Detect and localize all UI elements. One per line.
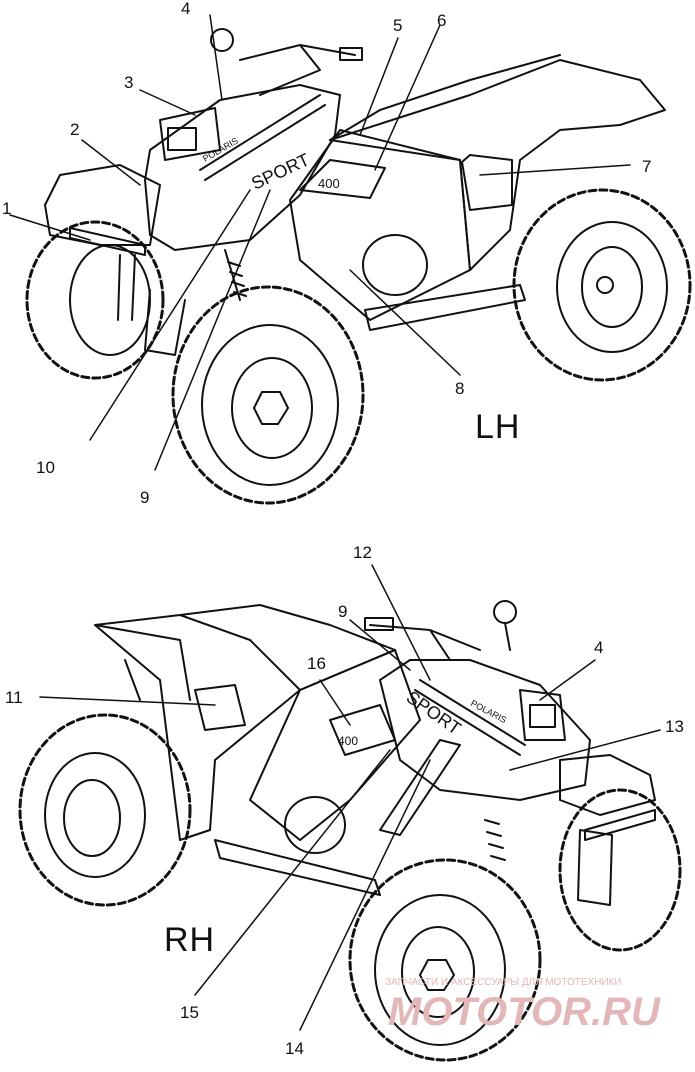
- rear-wheel-bottom: [18, 713, 192, 907]
- callout-1: 1: [2, 199, 12, 218]
- decal-7-panel: [461, 154, 513, 211]
- leader-lines-top: [9, 14, 631, 471]
- grip-bottom: [364, 617, 394, 631]
- atv-left-side-view: 400 POLARIS SPORT: [9, 14, 692, 505]
- front-wheel-near-bottom: [348, 858, 542, 1062]
- sport-decal-text-bottom: SPORT: [403, 687, 465, 739]
- callout-6: 6: [437, 11, 447, 30]
- callout-7: 7: [642, 157, 652, 176]
- headlight-pod-top: [159, 107, 221, 161]
- callout-16: 16: [307, 654, 326, 673]
- handlebar-bottom: [369, 624, 481, 661]
- footboard-top: [364, 284, 526, 331]
- leader-lines-bottom: [39, 564, 661, 1031]
- callout-14: 14: [285, 1039, 304, 1058]
- callout-8: 8: [455, 379, 465, 398]
- rear-wheel-top: [512, 188, 692, 382]
- mirror-top: [210, 28, 234, 52]
- decal-11-panel: [194, 684, 246, 731]
- side-panel-bottom: [249, 649, 421, 841]
- callout-9-top: 9: [140, 488, 150, 507]
- fuel-tank-bottom: [284, 796, 346, 854]
- callout-4-top: 4: [181, 0, 191, 18]
- callout-2: 2: [70, 120, 80, 139]
- callout-12: 12: [353, 543, 372, 562]
- front-wheel-near-top: [171, 285, 365, 505]
- headlight-top: [167, 127, 197, 151]
- handlebar-top: [239, 44, 356, 96]
- spring-bottom: [484, 819, 506, 861]
- front-fender-top: [44, 164, 161, 246]
- watermark-logo: MOTOTOR.RU: [388, 990, 660, 1034]
- front-fender-bottom: [559, 754, 656, 816]
- callout-4-bottom: 4: [594, 638, 604, 657]
- model-decal-text-top: 400: [318, 176, 340, 191]
- shock-bottom: [577, 829, 613, 906]
- callout-3: 3: [124, 73, 134, 92]
- watermark-tagline: ЗАПЧАСТИ И АКСЕССУАРЫ ДЛЯ МОТОТЕХНИКИ: [385, 977, 622, 988]
- brand-decal-text-bottom: POLARIS: [469, 698, 508, 725]
- rear-fender-bottom: [94, 614, 301, 841]
- left-hand-label: LH: [475, 408, 521, 446]
- hood-bottom: [379, 659, 591, 801]
- callout-9-bottom: 9: [338, 602, 348, 621]
- footboard-bottom: [214, 839, 381, 896]
- right-hand-label: RH: [164, 921, 216, 959]
- shock-absorber-top: [117, 249, 241, 321]
- model-decal-text-bottom: 400: [338, 734, 358, 748]
- front-bumper-bottom: [584, 809, 656, 841]
- callout-15: 15: [180, 1003, 199, 1022]
- front-bumper-top: [69, 227, 146, 256]
- callout-11: 11: [5, 688, 23, 707]
- mirror-bottom: [493, 600, 517, 624]
- headlight-bottom: [529, 704, 556, 728]
- callout-13: 13: [665, 717, 684, 736]
- front-wheel-far-bottom: [558, 788, 682, 952]
- grip-top: [339, 47, 363, 61]
- callout-10: 10: [36, 458, 55, 477]
- decal-model-panel-top: [299, 159, 386, 199]
- side-panel-top: [289, 129, 471, 321]
- callout-5: 5: [393, 16, 403, 35]
- headlight-pod-bottom: [519, 689, 566, 741]
- fuel-tank-top: [362, 234, 428, 296]
